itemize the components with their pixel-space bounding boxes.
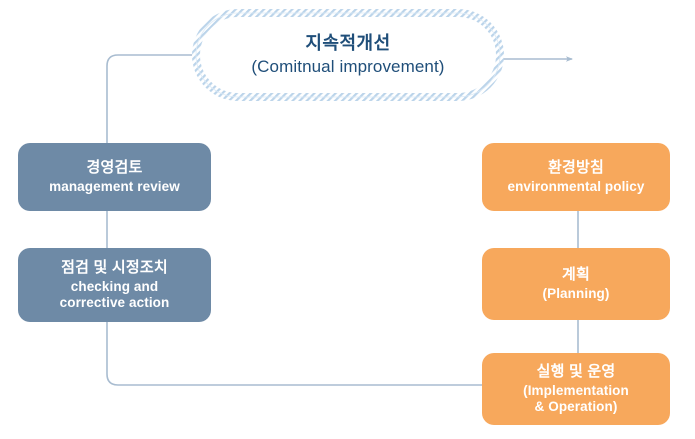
node-environmental-policy-title-en: environmental policy bbox=[507, 179, 645, 195]
continual-improvement-title-en: (Comitnual improvement) bbox=[251, 56, 445, 76]
node-management-review-title-ko: 경영검토 bbox=[86, 158, 143, 176]
node-environmental-policy[interactable]: 환경방침 environmental policy bbox=[482, 143, 670, 211]
node-implementation-operation-title-en: (Implementation & Operation) bbox=[523, 382, 629, 414]
node-planning[interactable]: 계획 (Planning) bbox=[482, 248, 670, 320]
node-checking-corrective-action[interactable]: 점검 및 시정조치 checking and corrective action bbox=[18, 248, 211, 322]
continual-improvement-label: 지속적개선 (Comitnual improvement) bbox=[192, 9, 504, 101]
node-planning-title-ko: 계획 bbox=[561, 265, 590, 283]
node-checking-corrective-action-title-ko: 점검 및 시정조치 bbox=[61, 258, 168, 276]
node-planning-title-en: (Planning) bbox=[542, 286, 610, 302]
checking-to-implementation-line bbox=[106, 322, 482, 386]
node-environmental-policy-title-ko: 환경방침 bbox=[547, 158, 604, 176]
node-management-review[interactable]: 경영검토 management review bbox=[18, 143, 211, 211]
node-management-review-title-en: management review bbox=[49, 179, 180, 195]
hatched-border-shape bbox=[192, 9, 504, 101]
continual-improvement-title-ko: 지속적개선 bbox=[305, 33, 391, 53]
node-implementation-operation[interactable]: 실행 및 운영 (Implementation & Operation) bbox=[482, 353, 670, 425]
node-checking-corrective-action-title-en: checking and corrective action bbox=[59, 279, 170, 311]
node-implementation-operation-title-ko: 실행 및 운영 bbox=[536, 363, 616, 381]
node-continual-improvement[interactable]: 지속적개선 (Comitnual improvement) bbox=[192, 9, 504, 101]
improvement-to-management-review-line bbox=[106, 54, 198, 143]
